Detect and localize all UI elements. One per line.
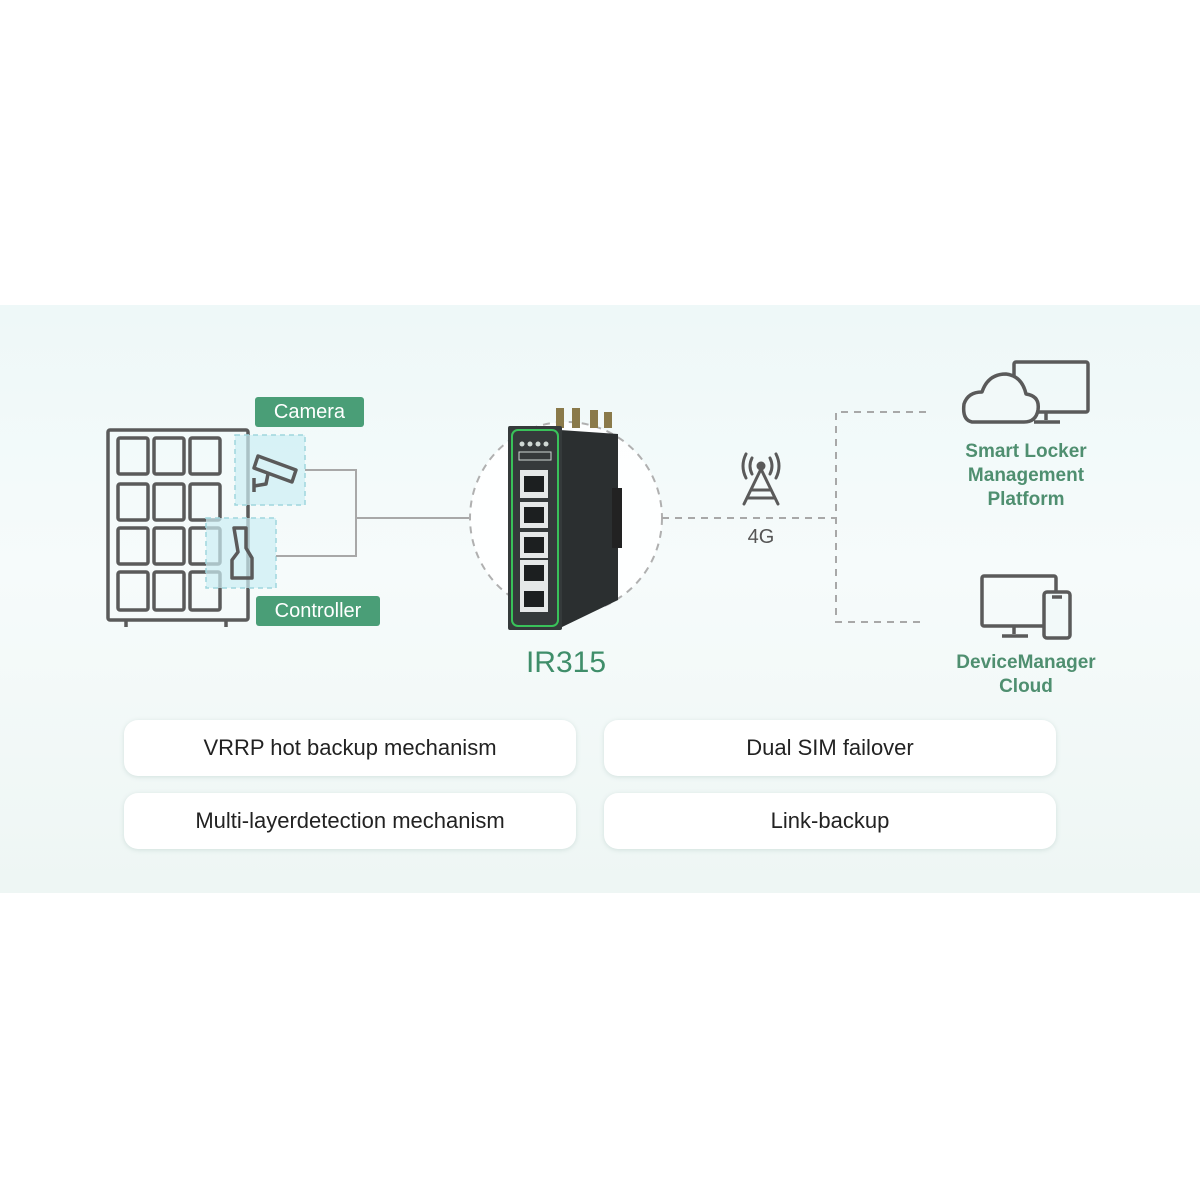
router-device — [508, 408, 622, 630]
platform-label-line-2: Management — [967, 465, 1085, 486]
wired-connection — [276, 469, 470, 557]
platform-label: Smart Locker Management Platform — [940, 440, 1112, 512]
feature-multilayer-detection: Multi-layerdetection mechanism — [124, 793, 576, 849]
feature-vrrp: VRRP hot backup mechanism — [124, 720, 576, 776]
cellular-link — [662, 411, 926, 623]
platform-label-line-1: Smart Locker — [965, 441, 1087, 462]
cell-tower-icon — [741, 452, 781, 506]
cloud-label: DeviceManager Cloud — [932, 651, 1120, 699]
router-model-label: IR315 — [525, 646, 607, 679]
platform-label-line-3: Platform — [987, 489, 1065, 510]
network-type-label: 4G — [747, 526, 775, 548]
camera-label: Camera — [255, 397, 364, 427]
cloud-label-line-2: Cloud — [999, 676, 1053, 697]
controller-label: Controller — [256, 596, 380, 626]
controller-icon — [230, 526, 254, 580]
camera-icon — [252, 454, 298, 492]
monitor-phone-icon — [980, 574, 1072, 640]
cloud-monitor-icon — [961, 360, 1090, 424]
locker-icon — [106, 428, 250, 627]
cloud-label-line-1: DeviceManager — [956, 652, 1096, 673]
feature-link-backup: Link-backup — [604, 793, 1056, 849]
feature-dual-sim: Dual SIM failover — [604, 720, 1056, 776]
